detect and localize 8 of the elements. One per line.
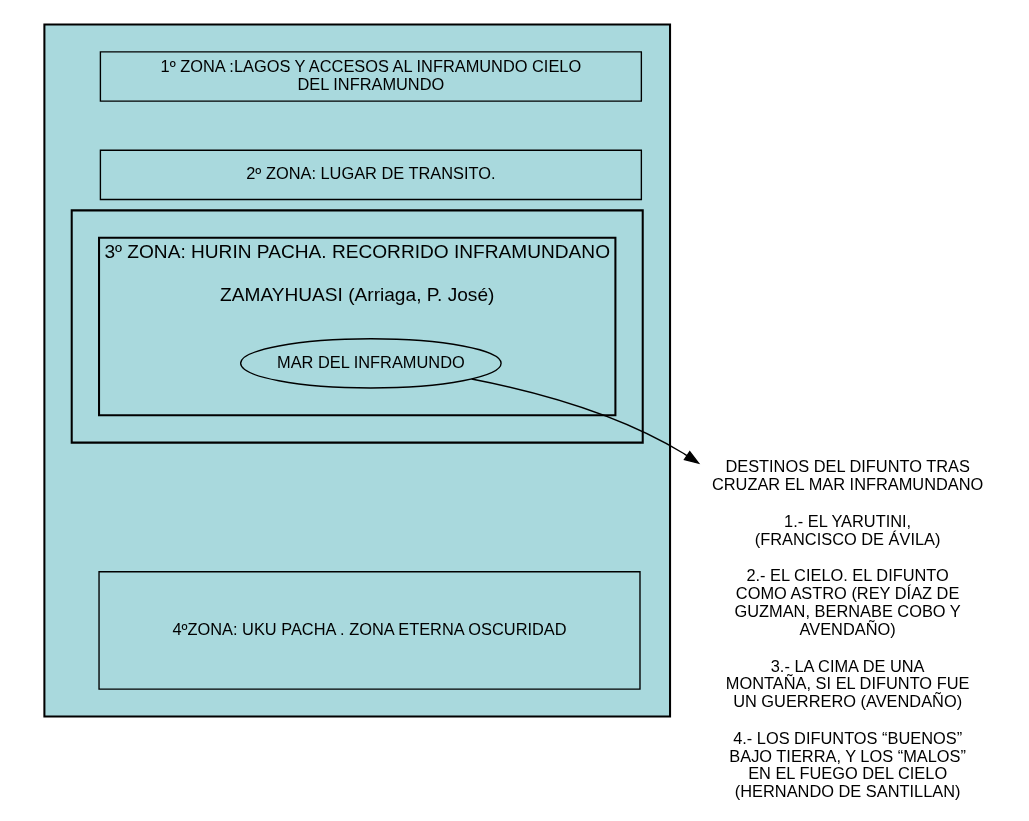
- node-box: 1º ZONA :LAGOS Y ACCESOS AL INFRAMUNDO CIELO DEL INFRAMUNDO: [99, 51, 642, 102]
- node-ellipse: MAR DEL INFRAMUNDO: [239, 338, 502, 389]
- cluster: [70, 209, 644, 444]
- cluster: [42, 23, 671, 718]
- node-box: 2º ZONA: LUGAR DE TRANSITO.: [99, 149, 642, 201]
- arrow: [470, 378, 700, 465]
- node-text: DESTINOS DEL DIFUNTO TRAS CRUZAR EL MAR INFRAMUNDANO 1.- EL YARUTINI, (FRANCISCO DE ÁVILA) 2.- EL CIELO. EL DIFUNTO COMO ASTRO (REY DÍAZ DE GUZMAN, BERNABE COBO Y AVENDAÑO) 3.- LA CIMA DE UNA MONTAÑA, SI EL DIFUNTO FUE UN GUERRERO (AVENDAÑO) 4.- LOS DIFUNTOS “BUENOS” BAJO TIERRA, Y LOS “MALOS” EN EL FUEGO DEL CIELO (HERNANDO DE SANTILLAN): [711, 457, 983, 801]
- node-box: 4ºZONA: UKU PACHA . ZONA ETERNA OSCURIDAD: [97, 571, 641, 690]
